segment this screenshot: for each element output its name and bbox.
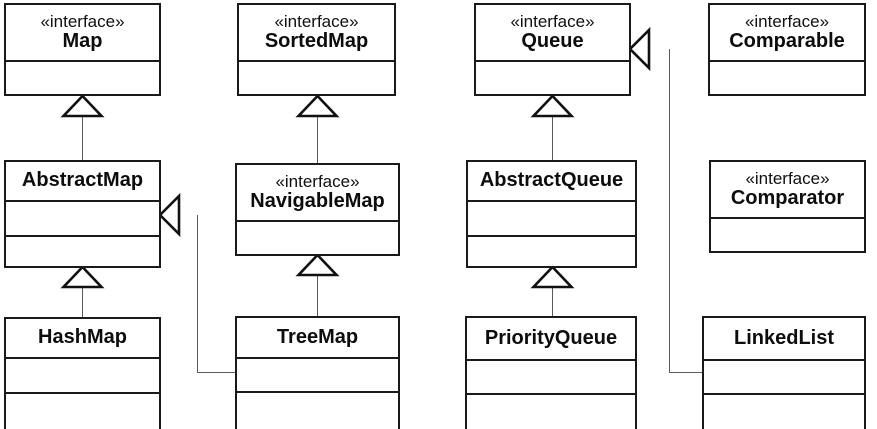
class-header-comparable: «interface» Comparable <box>710 5 864 61</box>
class-box-priorityqueue[interactable]: PriorityQueue <box>465 316 637 429</box>
connector-abstractqueue-to-queue <box>552 113 553 160</box>
class-attributes-compartment <box>467 359 635 393</box>
class-name-label: Map <box>62 30 103 53</box>
class-header-abstractmap: AbstractMap <box>6 162 159 200</box>
class-box-hashmap[interactable]: HashMap <box>4 317 161 429</box>
class-box-comparator[interactable]: «interface» Comparator <box>709 160 866 253</box>
class-attributes-compartment <box>711 217 864 251</box>
class-name-label: AbstractQueue <box>479 169 624 192</box>
class-header-navigablemap: «interface» NavigableMap <box>237 165 398 221</box>
stereotype-label: «interface» <box>275 171 360 191</box>
generalization-arrowhead-abstractmap-left <box>158 192 181 238</box>
class-header-map: «interface» Map <box>6 5 159 61</box>
stereotype-label: «interface» <box>40 11 125 31</box>
class-name-label: HashMap <box>38 326 127 349</box>
class-header-comparator: «interface» Comparator <box>711 162 864 218</box>
class-attributes-compartment <box>237 220 398 254</box>
connector-hashmap-to-abstractmap <box>82 286 83 317</box>
stereotype-label: «interface» <box>510 11 595 31</box>
class-name-label: PriorityQueue <box>484 326 618 349</box>
stereotype-label: «interface» <box>745 168 830 188</box>
generalization-arrowhead-queue-left <box>628 26 651 72</box>
class-header-hashmap: HashMap <box>6 319 159 357</box>
class-name-label: AbstractMap <box>21 169 144 192</box>
generalization-arrowhead-queue <box>530 94 575 118</box>
class-name-label: SortedMap <box>264 30 369 53</box>
connector-navigablemap-to-sortedmap <box>317 113 318 163</box>
generalization-arrowhead-sortedmap <box>295 94 340 118</box>
class-name-label: LinkedList <box>733 326 834 349</box>
class-methods-compartment <box>6 392 159 429</box>
class-methods-compartment <box>237 391 398 428</box>
class-name-label: Queue <box>521 30 584 53</box>
generalization-arrowhead-navigablemap <box>295 253 340 277</box>
generalization-arrowhead-map <box>60 94 105 118</box>
connector-treemap-to-navigablemap <box>317 273 318 316</box>
connector-priorityqueue-to-abstractqueue <box>552 286 553 316</box>
connector-treemap-to-abstractmap-vertical <box>197 215 198 372</box>
class-attributes-compartment <box>6 60 159 94</box>
class-methods-compartment <box>6 235 159 266</box>
class-name-label: Comparator <box>730 187 845 210</box>
class-header-linkedlist: LinkedList <box>704 318 864 359</box>
stereotype-label: «interface» <box>744 11 830 31</box>
class-methods-compartment <box>468 235 635 266</box>
class-methods-compartment <box>704 393 864 429</box>
class-header-treemap: TreeMap <box>237 318 398 357</box>
class-box-sortedmap[interactable]: «interface» SortedMap <box>237 3 396 96</box>
connector-linkedlist-to-queue-horizontal <box>669 372 702 373</box>
class-attributes-compartment <box>6 357 159 392</box>
class-box-queue[interactable]: «interface» Queue <box>474 3 631 96</box>
generalization-arrowhead-abstractqueue <box>530 265 575 289</box>
connector-treemap-to-abstractmap-horizontal <box>197 372 235 373</box>
class-attributes-compartment <box>704 359 864 393</box>
class-name-label: NavigableMap <box>250 190 385 213</box>
class-attributes-compartment <box>6 200 159 235</box>
class-header-priorityqueue: PriorityQueue <box>467 318 635 359</box>
generalization-arrowhead-abstractmap <box>60 265 105 289</box>
class-attributes-compartment <box>476 60 629 94</box>
class-box-navigablemap[interactable]: «interface» NavigableMap <box>235 163 400 256</box>
class-box-abstractqueue[interactable]: AbstractQueue <box>466 160 637 268</box>
stereotype-label: «interface» <box>274 11 359 31</box>
class-name-label: TreeMap <box>276 325 359 348</box>
class-box-comparable[interactable]: «interface» Comparable <box>708 3 866 96</box>
class-box-abstractmap[interactable]: AbstractMap <box>4 160 161 268</box>
connector-linkedlist-to-queue-vertical <box>669 49 670 372</box>
class-header-sortedmap: «interface» SortedMap <box>239 5 394 61</box>
connector-abstractmap-to-map <box>82 113 83 160</box>
class-name-label: Comparable <box>729 30 845 53</box>
class-box-linkedlist[interactable]: LinkedList <box>702 316 866 429</box>
class-attributes-compartment <box>710 60 864 94</box>
class-attributes-compartment <box>468 200 635 235</box>
class-box-treemap[interactable]: TreeMap <box>235 316 400 429</box>
class-attributes-compartment <box>239 60 394 94</box>
class-box-map[interactable]: «interface» Map <box>4 3 161 96</box>
class-header-queue: «interface» Queue <box>476 5 629 61</box>
class-header-abstractqueue: AbstractQueue <box>468 162 635 200</box>
class-methods-compartment <box>467 393 635 429</box>
class-attributes-compartment <box>237 357 398 391</box>
